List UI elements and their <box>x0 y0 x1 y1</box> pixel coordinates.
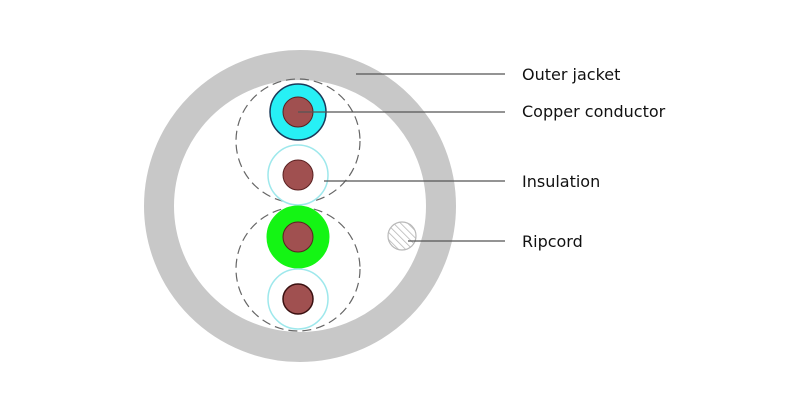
wire-white-1 <box>267 144 329 206</box>
label-ripcord: Ripcord <box>522 232 583 251</box>
label-outer-jacket: Outer jacket <box>522 65 620 84</box>
conductor-4 <box>282 283 314 315</box>
pair-outline-bottom <box>235 206 361 332</box>
label-copper-conductor: Copper conductor <box>522 102 666 121</box>
outer-jacket <box>144 50 456 362</box>
pair-outline-top <box>235 78 361 204</box>
label-insulation: Insulation <box>522 172 600 191</box>
ripcord <box>387 221 417 251</box>
wire-white-2 <box>267 268 329 330</box>
conductor-3 <box>282 221 314 253</box>
conductor-2 <box>282 159 314 191</box>
wire-green <box>266 205 330 269</box>
